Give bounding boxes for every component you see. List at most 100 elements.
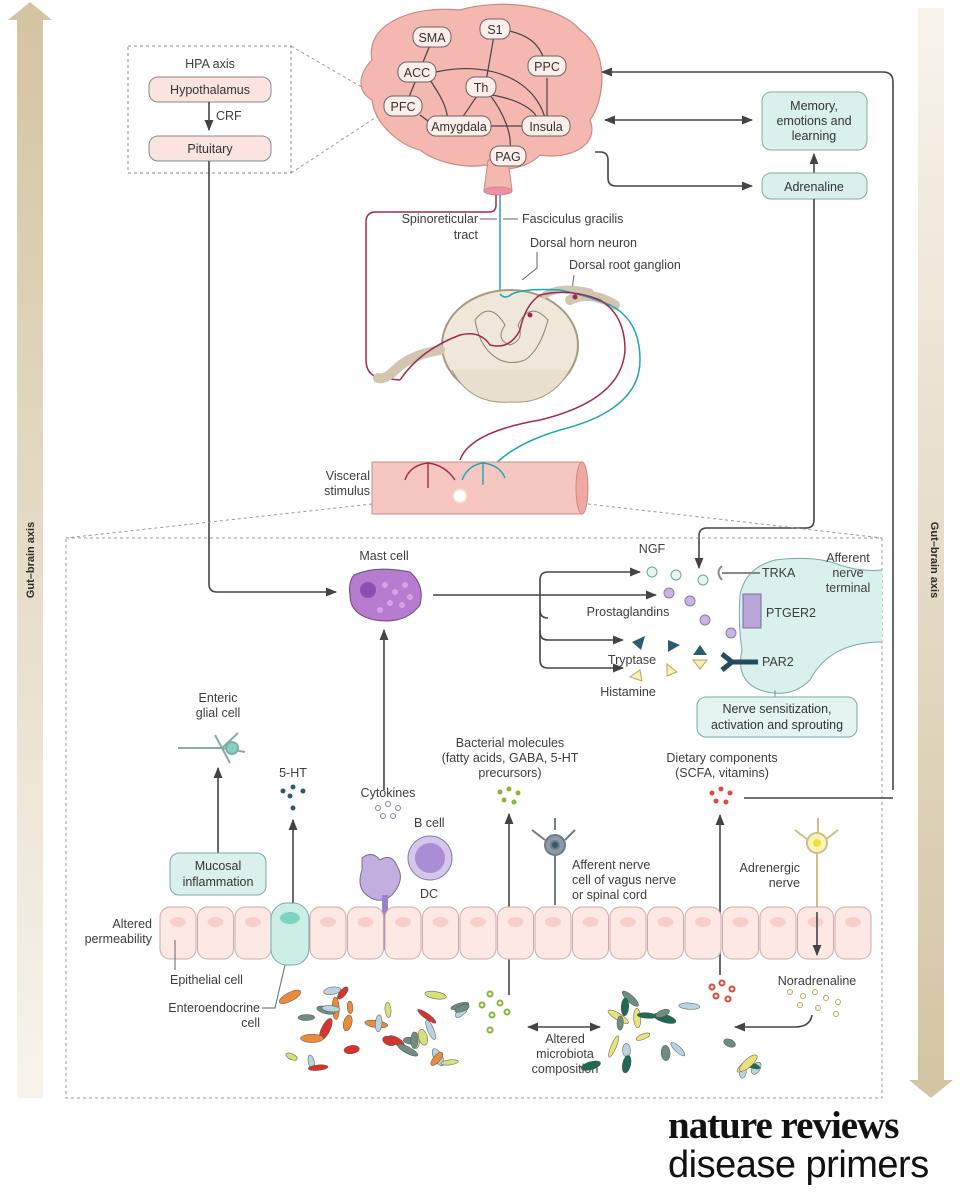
- svg-text:PFC: PFC: [391, 100, 416, 114]
- bacterium-icon: [620, 997, 630, 1017]
- enteric-glial-label-2: glial cell: [196, 706, 240, 720]
- cell-nucleus: [320, 917, 336, 927]
- svg-text:Amygdala: Amygdala: [431, 120, 487, 134]
- cell-nucleus: [807, 917, 824, 927]
- mucosal-label-1: Mucosal: [195, 859, 242, 873]
- bacterium-icon: [285, 1052, 298, 1061]
- bacterium-icon: [308, 1064, 329, 1071]
- altered-permeability-label-2: permeability: [85, 932, 153, 946]
- epithelial-cell: [497, 906, 534, 960]
- hypothalamus-box: [148, 76, 272, 103]
- cell-nucleus: [770, 917, 786, 927]
- epithelial-cell: [234, 906, 272, 960]
- brain-region-acc: ACC: [397, 61, 437, 83]
- right-panel: Memory, emotions and learning Adrenaline: [595, 67, 894, 790]
- epithelial-cell: [609, 906, 647, 960]
- svg-text:ACC: ACC: [404, 66, 430, 80]
- bacterium-icon: [723, 1038, 736, 1048]
- bacterium-icon: [616, 1015, 624, 1031]
- bacterium-icon: [424, 990, 447, 1000]
- dc-label: DC: [420, 887, 438, 901]
- prostaglandins-label: Prostaglandins: [587, 605, 670, 619]
- epithelial-cell: [722, 906, 759, 960]
- brain-region-ppc: PPC: [527, 55, 567, 77]
- bacterium-icon: [440, 1059, 459, 1066]
- cell-nucleus: [695, 917, 711, 927]
- epithelial-cell: [459, 906, 497, 960]
- bacterium-icon: [633, 1008, 642, 1029]
- cell-nucleus: [470, 917, 486, 927]
- five-ht-label: 5-HT: [279, 766, 307, 780]
- pituitary-label: Pituitary: [187, 142, 233, 156]
- brain-region-pfc: PFC: [383, 95, 423, 117]
- bacterium-icon: [425, 1019, 436, 1040]
- epithelial-cell: [309, 906, 347, 960]
- bacterium-icon: [346, 1000, 354, 1014]
- epithelial-cell: [572, 906, 609, 960]
- afferent-nerve-teal: [489, 288, 641, 471]
- afferent-vagus-neuron-icon: [531, 818, 576, 905]
- b-cell-label: B cell: [414, 816, 445, 830]
- epithelial-cell: [834, 906, 872, 960]
- bacterium-icon: [297, 1014, 315, 1021]
- cell-nucleus: [845, 917, 861, 927]
- left-axis-label: Gut–brain axis: [25, 522, 37, 598]
- bacterium-icon: [670, 1042, 686, 1057]
- spinoreticular-label-1: Spinoreticular: [402, 212, 478, 226]
- sensitization-box: [696, 696, 858, 738]
- par2-receptor-icon: [720, 652, 758, 672]
- svg-text:PPC: PPC: [534, 60, 560, 74]
- hpa-axis-panel: HPA axis Hypothalamus CRF Pituitary: [127, 45, 385, 174]
- spinal-cord: Spinoreticular tract Fasciculus gracilis…: [365, 195, 681, 471]
- afferent-vagus-label-1: Afferent nerve: [572, 858, 650, 872]
- bacterium-icon: [343, 1045, 360, 1055]
- altered-permeability-label-1: Altered: [112, 917, 152, 931]
- noradrenaline-to-microbiota-arrow: [733, 1014, 813, 1032]
- adrenergic-label-2: nerve: [769, 876, 800, 890]
- bacterium-icon: [622, 1043, 631, 1058]
- bacterium-icon: [337, 986, 349, 1000]
- dorsal-root-ganglion-label: Dorsal root ganglion: [569, 258, 681, 272]
- brain-region-amygdala: Amygdala: [426, 115, 492, 137]
- epithelial-cell-label: Epithelial cell: [170, 973, 243, 987]
- fasciculus-gracilis-label: Fasciculus gracilis: [522, 212, 623, 226]
- bacterium-icon: [410, 1031, 419, 1049]
- enteroendocrine-label-2: cell: [241, 1016, 260, 1030]
- cell-nucleus: [545, 917, 561, 927]
- memory-label-3: learning: [792, 129, 837, 143]
- dietary-to-brain-arrow: [600, 67, 894, 790]
- epithelial-cell: [534, 906, 572, 960]
- right-axis-arrow: Gut–brain axis: [909, 8, 953, 1098]
- red-molecules: [708, 979, 736, 1003]
- brain-to-adrenaline-arrow: [595, 151, 754, 191]
- gut-lumen-group: Enteric glial cell Mucosal inflammation …: [85, 691, 893, 1079]
- svg-text:S1: S1: [487, 23, 502, 37]
- altered-microbiota: [580, 990, 762, 1079]
- mucosal-label-2: inflammation: [183, 875, 254, 889]
- bacterium-icon: [621, 1055, 632, 1074]
- bacterium-icon: [655, 1008, 670, 1018]
- cell-nucleus: [732, 917, 749, 927]
- dietary-label-2: (SCFA, vitamins): [675, 766, 769, 780]
- logo-disease-primers: disease primers: [668, 1144, 929, 1186]
- bacterium-icon: [375, 1014, 383, 1032]
- cell-nucleus: [507, 917, 524, 927]
- bacterium-icon: [397, 1043, 418, 1057]
- mucosal-inflammation-box: [169, 852, 267, 896]
- bacterium-icon: [321, 1005, 341, 1013]
- pituitary-box: [148, 135, 272, 162]
- cell-nucleus: [395, 917, 411, 927]
- bacterium-icon: [739, 1054, 758, 1072]
- adrenaline-to-nerve-arrow: [694, 199, 815, 570]
- svg-text:Insula: Insula: [529, 120, 562, 134]
- adrenergic-label-1: Adrenergic: [740, 861, 800, 875]
- bacterium-icon: [279, 989, 302, 1004]
- epithelial-cell: [197, 906, 234, 960]
- memory-label-2: emotions and: [776, 114, 851, 128]
- ngf-label: NGF: [639, 542, 666, 556]
- bacterium-icon: [608, 1035, 620, 1058]
- svg-text:SMA: SMA: [418, 31, 446, 45]
- epithelial-cell: [684, 906, 722, 960]
- dendritic-cell-icon: [359, 854, 401, 901]
- dietary-label-1: Dietary components: [666, 751, 777, 765]
